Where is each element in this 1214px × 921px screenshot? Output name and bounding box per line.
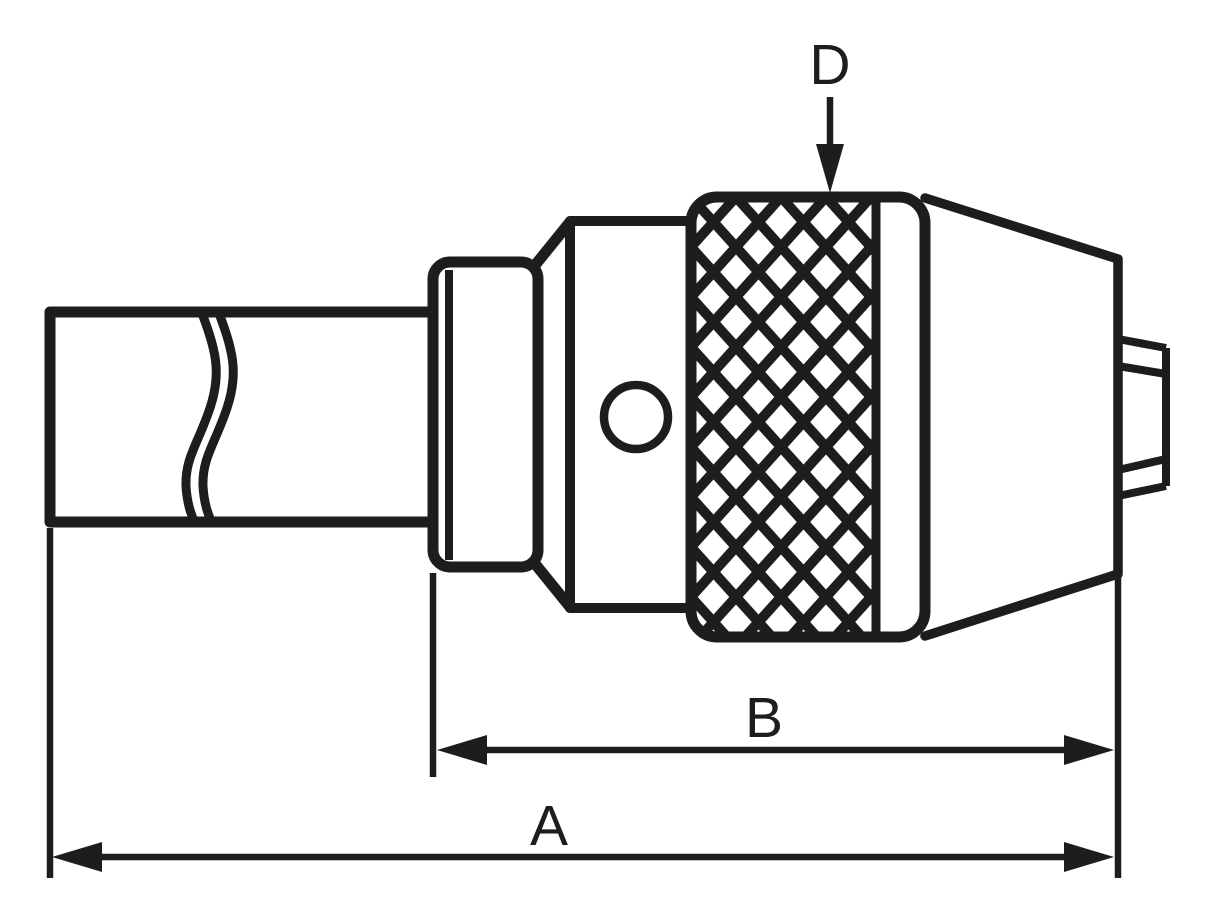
dimension-b: B (429, 573, 1114, 777)
nose-piece (1117, 335, 1170, 500)
shank-break-lines (181, 306, 238, 528)
dimension-b-arrowhead-right (1064, 735, 1114, 765)
dimension-d: D (809, 33, 851, 193)
taper-cone (920, 193, 1123, 641)
dimension-a: A (46, 528, 1122, 878)
dimension-b-label: B (745, 686, 783, 750)
sleeve-outline (685, 191, 931, 643)
dimension-a-arrowhead-right (1064, 842, 1114, 872)
dimension-d-arrowhead (816, 144, 844, 193)
dimension-b-arrowhead-left (437, 735, 487, 765)
body-chamfer (530, 216, 576, 613)
knurl-hatch (691, 197, 876, 637)
knurled-sleeve (685, 191, 931, 643)
dimension-a-label: A (530, 794, 568, 858)
dimension-d-label: D (809, 33, 850, 97)
collar (427, 256, 544, 573)
shank-outline (44, 306, 439, 528)
dimension-a-arrowhead-left (52, 842, 102, 872)
side-hole (599, 380, 673, 454)
chuck-body (565, 216, 696, 613)
